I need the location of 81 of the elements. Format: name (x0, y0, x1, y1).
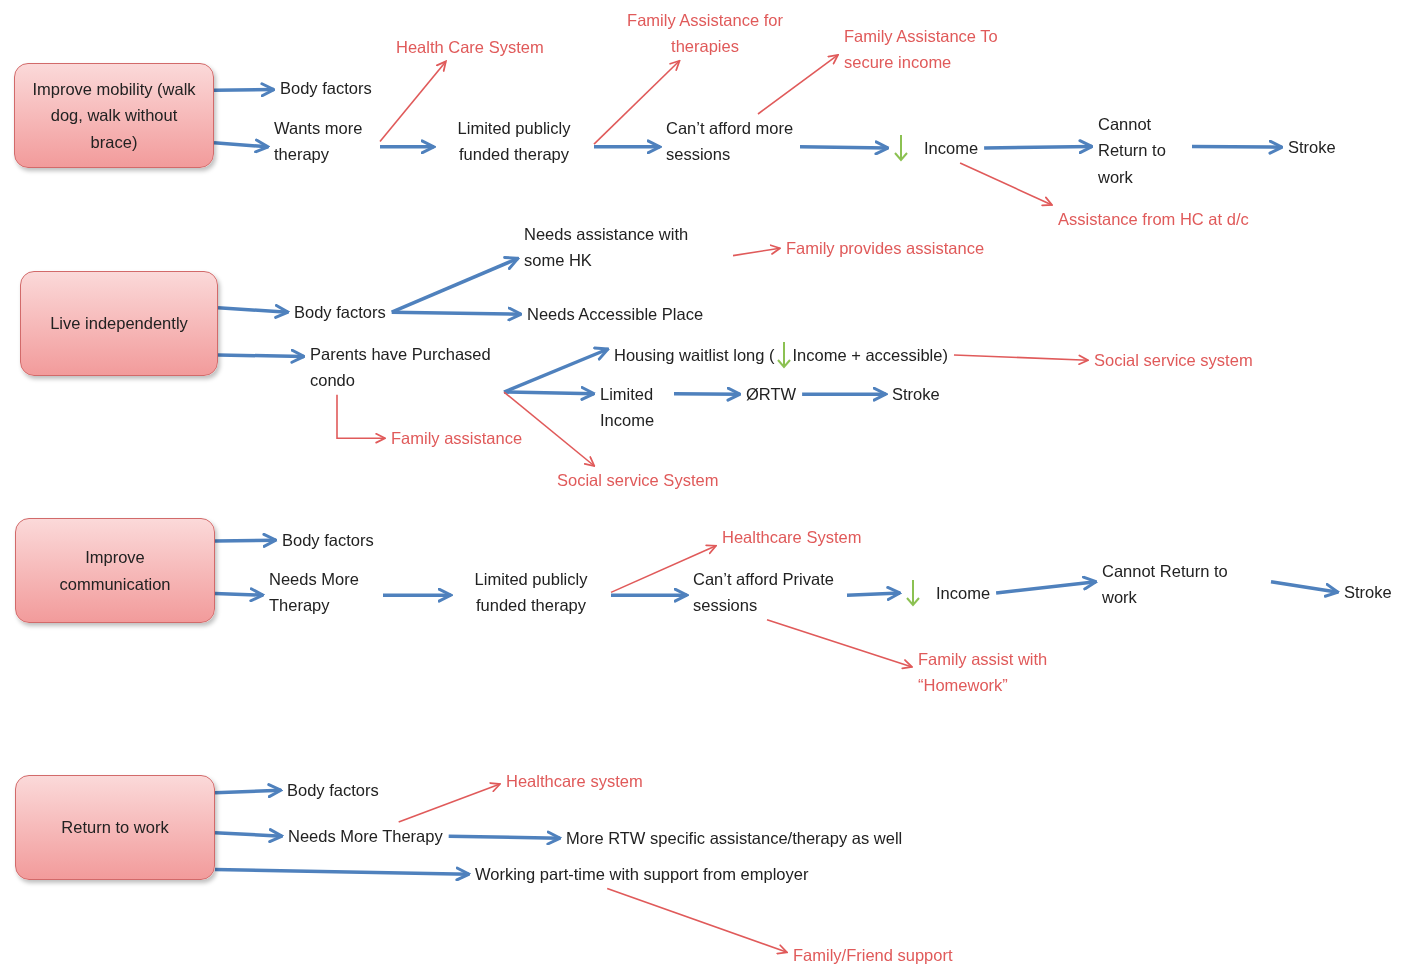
factor-label: Housing waitlist long ( (614, 344, 775, 366)
factor-label: More RTW specific assistance/therapy as well (560, 824, 909, 853)
arrow (503, 391, 596, 467)
support-label: Family assist with “Homework” (912, 645, 1087, 700)
arrow (503, 386, 596, 401)
factor-label: Wants more therapy (268, 114, 380, 169)
arrow (594, 139, 662, 155)
arrow (611, 587, 689, 603)
arrow (214, 532, 278, 548)
arrow (503, 346, 610, 394)
support-label: Family Assistance for therapies (620, 6, 790, 61)
arrow (391, 306, 523, 322)
arrow (380, 139, 436, 155)
arrow (217, 303, 290, 319)
support-label: Family/Friend support (787, 941, 959, 968)
arrow (214, 866, 471, 882)
arrow (379, 60, 447, 143)
arrow (732, 244, 781, 257)
factor-label: Limited publicly funded therapy (451, 565, 611, 620)
support-label: Family provides assistance (780, 234, 991, 263)
arrow (213, 138, 270, 154)
arrow (214, 783, 283, 799)
arrow (846, 586, 902, 601)
goal-box: Live independently (20, 271, 218, 376)
arrow (214, 828, 284, 844)
arrow (984, 139, 1094, 155)
factor-label: Body factors (276, 526, 380, 555)
arrow (217, 348, 306, 364)
arrow (674, 386, 742, 402)
factor-label: Income (924, 137, 979, 159)
arrow (953, 354, 1089, 366)
support-label: Assistance from HC at d/c (1052, 205, 1255, 234)
factor-label: Stroke (1338, 578, 1398, 607)
factor-label: Can’t afford more sessions (660, 114, 800, 169)
factor-label: Needs More Therapy (263, 565, 383, 620)
arrow (1192, 139, 1284, 155)
factor-label: Needs More Therapy (282, 822, 449, 851)
goal-box: Return to work (15, 775, 215, 880)
arrow (757, 54, 839, 115)
arrow (336, 393, 386, 444)
factor-label: Cannot Return to work (1092, 110, 1192, 192)
factor-label: Stroke (1282, 133, 1342, 162)
factor-label: Limited Income (594, 380, 674, 435)
factor-label: Income + accessible) (792, 344, 948, 366)
arrow (383, 587, 453, 603)
factor-label: Cannot Return to work (1096, 557, 1271, 612)
arrow (766, 619, 913, 670)
arrow (802, 386, 888, 402)
factor-label: ØRTW (740, 380, 803, 409)
factor-label: Body factors (288, 298, 392, 327)
arrow (610, 544, 717, 594)
factor-label: Body factors (274, 74, 378, 103)
arrow (995, 575, 1098, 595)
arrow (448, 830, 562, 846)
arrow (214, 82, 276, 98)
support-label: Health Care System (390, 33, 550, 62)
arrow (214, 587, 265, 603)
support-label: Social service System (551, 466, 725, 495)
support-label: Healthcare System (716, 523, 868, 552)
arrow (1270, 579, 1340, 598)
support-label: Family assistance (385, 424, 529, 453)
arrow (606, 887, 788, 955)
factor-label: Parents have Purchased condo (304, 340, 504, 395)
factor-label: Working part-time with support from employer (469, 860, 815, 889)
factor-label: Limited publicly funded therapy (434, 114, 594, 169)
support-label: Family Assistance To secure income (838, 22, 1013, 77)
arrow (959, 162, 1053, 207)
factor-label: Income (936, 582, 991, 604)
support-label: Social service system (1088, 346, 1259, 375)
goal-box: Improve mobility (walk dog, walk without brace) (14, 63, 214, 168)
arrow (397, 782, 501, 823)
factor-label: Body factors (281, 776, 385, 805)
goal-box: Improve communication (15, 518, 215, 623)
factor-label: Stroke (886, 380, 946, 409)
factor-label: Needs Accessible Place (521, 300, 710, 329)
arrow (593, 59, 681, 145)
factor-label: Needs assistance with some HK (518, 220, 733, 275)
arrow (799, 140, 890, 156)
factor-label: Can’t afford Private sessions (687, 565, 847, 620)
support-label: Healthcare system (500, 767, 649, 796)
arrow (391, 256, 520, 314)
